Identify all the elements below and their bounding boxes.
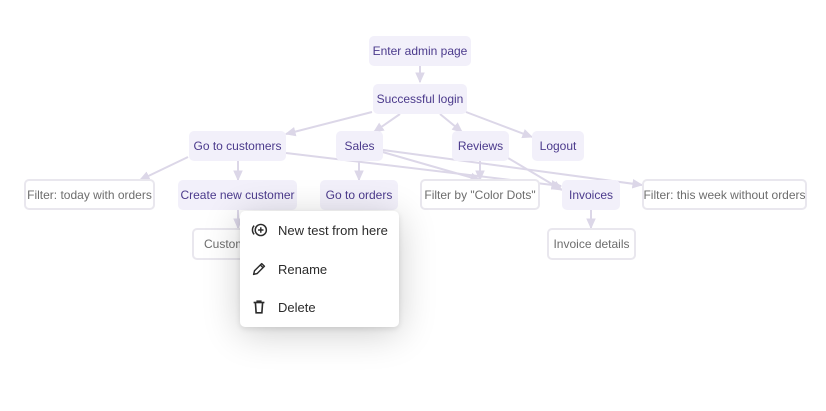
- node-successful-login[interactable]: Successful login: [373, 84, 467, 114]
- menu-item-new-test[interactable]: New test from here: [240, 213, 399, 247]
- node-invoices[interactable]: Invoices: [562, 180, 620, 210]
- edge-login-to-reviews: [439, 113, 463, 133]
- node-customer-partial-label: Custom: [204, 237, 246, 251]
- node-sales[interactable]: Sales: [336, 131, 383, 161]
- menu-item-new-test-label: New test from here: [278, 222, 388, 238]
- edge-reviews-to-invoices: [507, 157, 564, 191]
- edge-login-to-logout: [465, 111, 534, 139]
- edge-sales-to-color-dots: [378, 150, 482, 182]
- trash-icon: [249, 297, 269, 317]
- menu-item-rename[interactable]: Rename: [240, 252, 399, 286]
- pencil-icon: [249, 259, 269, 279]
- node-logout[interactable]: Logout: [532, 131, 584, 161]
- node-filter-today-with-orders[interactable]: Filter: today with orders: [24, 179, 155, 210]
- menu-item-delete[interactable]: Delete: [240, 290, 399, 324]
- node-filter-by-color-dots[interactable]: Filter by "Color Dots": [420, 179, 540, 210]
- node-reviews[interactable]: Reviews: [452, 131, 509, 161]
- edge-customers-to-filter-today: [138, 156, 189, 181]
- menu-item-rename-label: Rename: [278, 261, 328, 277]
- edge-login-to-sales: [373, 113, 401, 133]
- edge-sales-to-week: [382, 149, 644, 189]
- node-enter-admin-page[interactable]: Enter admin page: [369, 36, 471, 66]
- node-create-new-customer[interactable]: Create new customer: [178, 180, 297, 210]
- context-menu: New test from here Rename Delete: [240, 211, 399, 327]
- new-test-from-here-icon: [249, 220, 269, 240]
- menu-item-delete-label: Delete: [278, 299, 316, 315]
- node-go-to-orders[interactable]: Go to orders: [320, 180, 398, 210]
- edge-login-to-customers: [284, 111, 373, 137]
- node-filter-week-without-orders[interactable]: Filter: this week without orders: [642, 179, 807, 210]
- node-go-to-customers[interactable]: Go to customers: [189, 131, 286, 161]
- node-invoice-details[interactable]: Invoice details: [547, 228, 636, 260]
